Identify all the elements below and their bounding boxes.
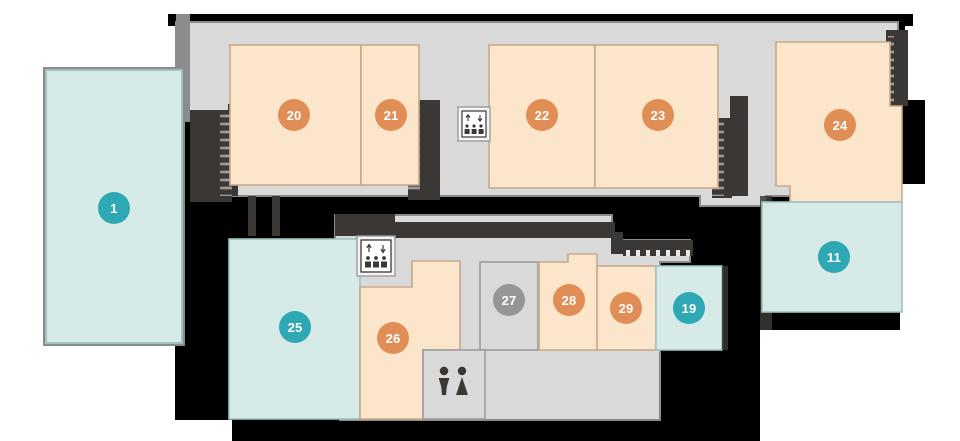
unit-marker-circle xyxy=(98,192,130,224)
unit-marker-25[interactable]: 25 xyxy=(279,311,311,343)
unit-marker-circle xyxy=(377,322,409,354)
unit-marker-26[interactable]: 26 xyxy=(377,322,409,354)
unit-marker-circle xyxy=(553,284,585,316)
unit-marker-circle xyxy=(279,311,311,343)
unit-marker-circle xyxy=(824,109,856,141)
unit-marker-24[interactable]: 24 xyxy=(824,109,856,141)
unit-marker-circle xyxy=(642,99,674,131)
escalator-hatch-west xyxy=(220,110,232,196)
unit-marker-21[interactable]: 21 xyxy=(375,99,407,131)
unit-marker-circle xyxy=(493,284,525,316)
amenity-icons[interactable] xyxy=(356,106,491,395)
restroom-male-head xyxy=(439,366,449,376)
unit-marker-circle xyxy=(818,241,850,273)
unit-marker-22[interactable]: 22 xyxy=(526,99,558,131)
restroom-male-body xyxy=(438,378,450,395)
stair-hatch-far-east xyxy=(888,36,894,108)
unit-marker-circle xyxy=(278,99,310,131)
restroom-bay xyxy=(422,349,486,420)
stair-hatch-south xyxy=(623,250,693,256)
restroom-female-body xyxy=(456,377,468,395)
unit-marker-28[interactable]: 28 xyxy=(553,284,585,316)
unit-marker-23[interactable]: 23 xyxy=(642,99,674,131)
elevator-icon-north[interactable] xyxy=(457,106,491,142)
unit-marker-20[interactable]: 20 xyxy=(278,99,310,131)
unit-marker-29[interactable]: 29 xyxy=(610,292,642,324)
unit-marker-1[interactable]: 1 xyxy=(98,192,130,224)
unit-marker-circle xyxy=(526,99,558,131)
unit-marker-19[interactable]: 19 xyxy=(673,292,705,324)
restroom-icon[interactable] xyxy=(438,366,468,395)
unit-marker-circle xyxy=(610,292,642,324)
unit-marker-circle xyxy=(375,99,407,131)
unit-marker-11[interactable]: 11 xyxy=(818,241,850,273)
unit-marker-circle xyxy=(673,292,705,324)
elevator-icon-south[interactable] xyxy=(356,235,396,277)
unit-marker-27[interactable]: 27 xyxy=(493,284,525,316)
restroom-female-head xyxy=(457,366,467,376)
